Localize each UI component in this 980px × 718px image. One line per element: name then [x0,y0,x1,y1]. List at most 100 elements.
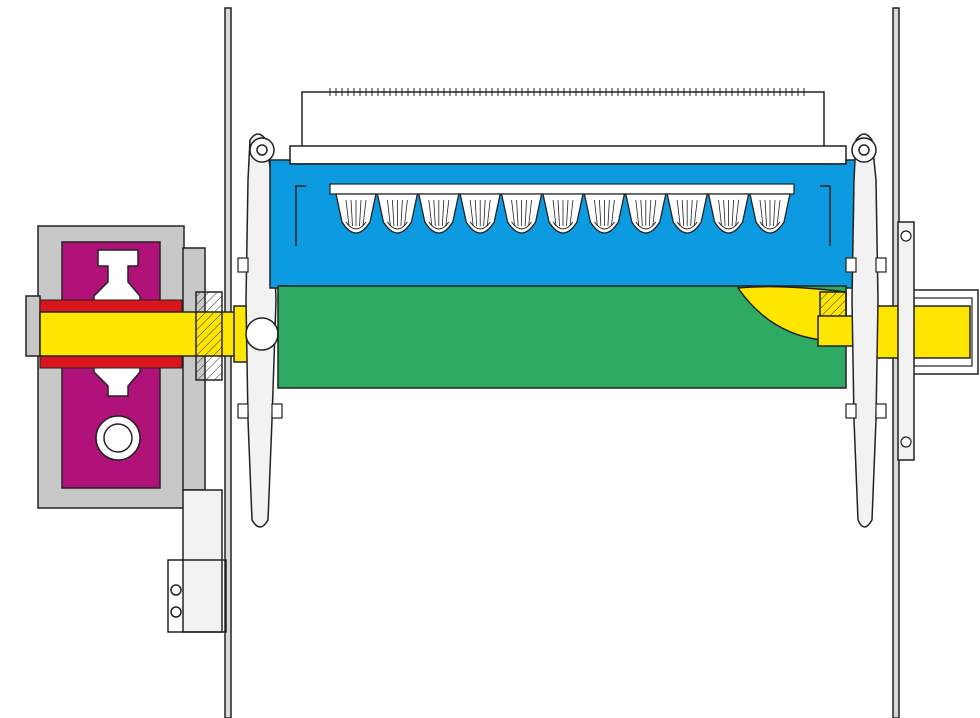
spray-nozzle-rib [483,199,486,227]
spray-nozzle-rib [594,199,598,227]
spray-nozzle-rib [557,199,560,227]
spray-nozzle-rib [441,199,445,227]
spray-nozzle-rib [640,199,643,227]
chamber-inner-lip-right [820,185,831,246]
spray-nozzle-rib [599,199,602,227]
top-cover-serration [326,88,806,96]
spray-nozzle-tip [386,221,408,230]
spray-nozzle-rib [552,199,557,227]
right-bolt-bottom [845,403,857,419]
spray-nozzle-rib [528,199,532,227]
spray-nozzle-rib [773,199,776,227]
spray-nozzle-rib [511,199,515,227]
spray-nozzle [707,193,750,234]
spray-nozzle [376,193,419,234]
spray-nozzle [624,193,667,234]
spray-nozzle-rib [718,199,722,227]
spray-nozzle-rib [723,199,726,227]
right-sprocket-pin-top [858,144,870,156]
right-end-cap [873,305,971,359]
spray-nozzle-tip [635,221,657,230]
spray-nozzle [749,193,791,234]
spray-nozzle-rib [387,199,391,227]
right-bolt-top-r [875,257,887,273]
chamber-inner-lip-left [295,185,306,246]
spray-nozzle [500,193,543,234]
top-cover-plate [301,91,825,149]
spray-nozzle-rib [362,199,367,227]
spray-nozzle [335,193,377,234]
spray-nozzle-rib [735,199,739,227]
spray-nozzle-rib [486,199,491,227]
coupling-block [195,291,223,381]
nozzle-row [335,193,791,234]
spray-nozzle-rib [350,199,353,227]
spray-nozzle-rib [392,199,395,227]
left-sprocket-hub [245,317,279,351]
spray-nozzle [583,193,626,234]
gearbox-end-cap [25,295,41,357]
spray-nozzle-rib [516,199,519,227]
bracket-bolt-lower [170,606,182,618]
left-sprocket-pin-top [256,144,268,156]
spray-nozzle-rib [776,199,781,227]
right-bolt-top [845,257,857,273]
spray-nozzle-rib [611,199,615,227]
spray-nozzle-rib [681,199,685,227]
right-sprocket-plate [851,133,879,528]
rotor-drum [277,285,847,389]
drive-bearing-inner [103,423,133,453]
spray-nozzle-rib [433,199,436,227]
spray-nozzle-rib [676,199,681,227]
spray-nozzle-rib [345,199,350,227]
right-bolt-bottom-r [875,403,887,419]
spray-nozzle [542,193,584,234]
spray-nozzle-rib [359,199,362,227]
right-bracket-bolt-top [900,230,912,242]
left-bolt-bottom [237,403,249,419]
right-bracket [897,221,915,461]
left-bolt-top [237,257,249,273]
spray-nozzle-rib [652,199,657,227]
spray-nozzle-rib [635,199,640,227]
spray-nozzle-rib [690,199,693,227]
spray-nozzle-rib [474,199,478,227]
spray-nozzle [417,193,460,234]
spray-nozzle-rib [607,199,610,227]
spray-nozzle-rib [400,199,403,227]
bracket-bolt-upper [170,584,182,596]
spray-nozzle-tip [511,221,533,230]
spray-nozzle-rib [566,199,569,227]
bracket-pad [167,559,227,633]
spray-nozzle-tip [676,221,698,230]
spray-nozzle-tip [718,221,740,230]
spray-nozzle [666,193,709,234]
right-sprocket [845,133,887,528]
cover-rail [289,145,847,165]
spray-nozzle-rib [569,199,574,227]
shaft-seal-upper [39,299,183,313]
spray-nozzle-rib [404,199,408,227]
spray-nozzle-rib [648,199,652,227]
left-frame-wall [224,7,232,718]
spray-nozzle-tip [552,221,574,230]
spray-nozzle-tip [759,221,781,230]
nozzle-mount-strip [329,183,795,195]
spray-nozzle-rib [764,199,767,227]
spray-nozzle-tip [593,221,615,230]
spray-nozzle [459,193,502,234]
spray-nozzle-tip [469,221,491,230]
spray-nozzle-rib [731,199,734,227]
spray-nozzle-rib [428,199,433,227]
spray-nozzle-tip [428,221,450,230]
left-bolt-bottom-r [271,403,283,419]
spray-nozzle-rib [693,199,698,227]
right-bracket-bolt-bottom [900,436,912,448]
spray-nozzle-rib [469,199,474,227]
spray-nozzle-rib [445,199,450,227]
spray-nozzle-rib [759,199,764,227]
spray-nozzle-tip [345,221,367,230]
spray-nozzle-rib [524,199,527,227]
